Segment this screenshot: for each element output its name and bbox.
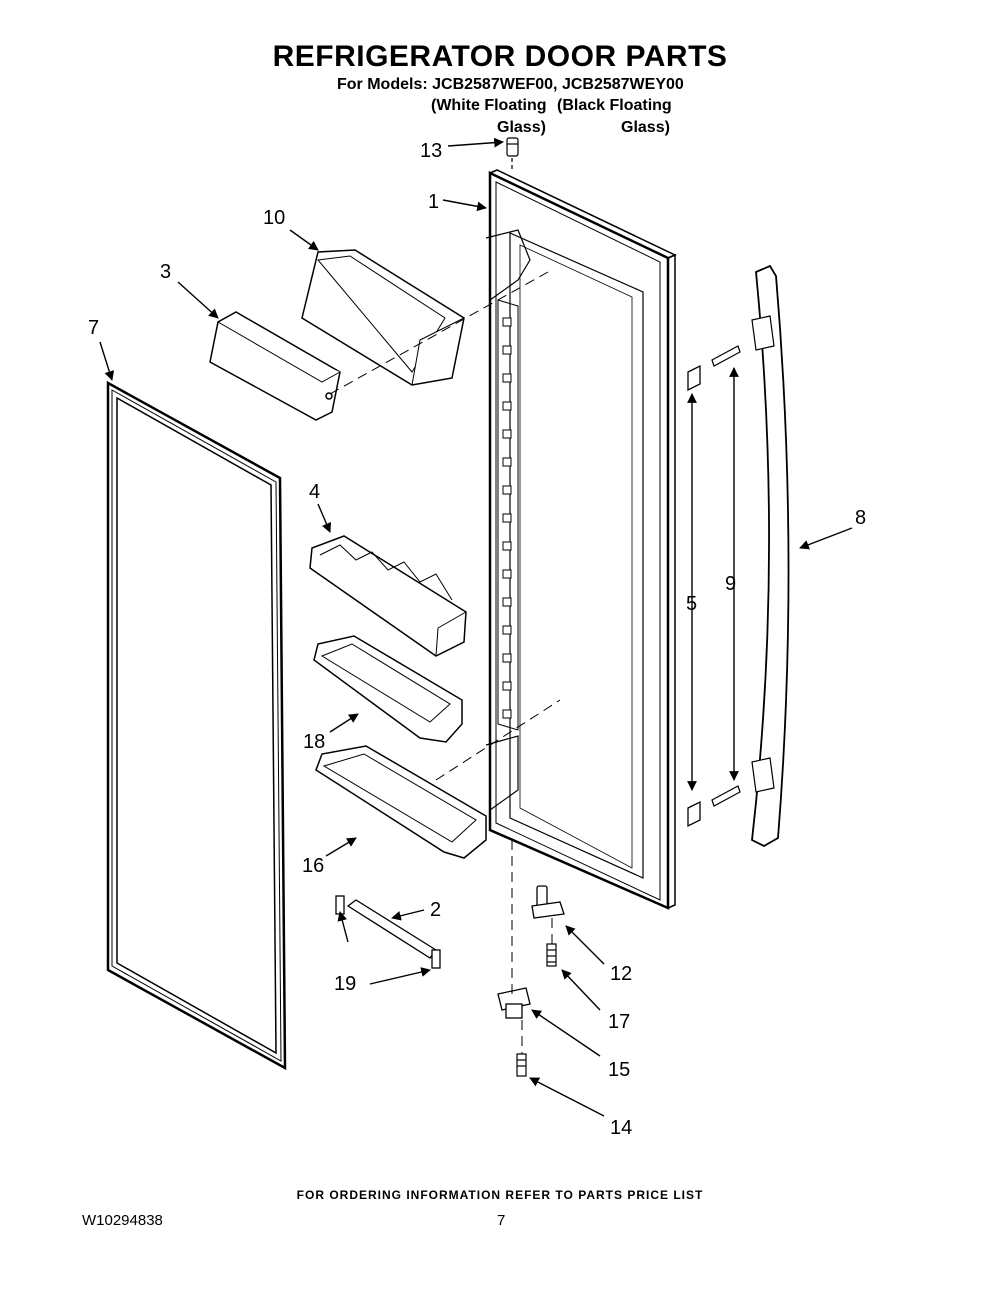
egg-tray-part [309,535,467,657]
top-hinge-pin-part [506,137,519,170]
callout-10: 10 [263,207,285,229]
door-liner-part [485,169,677,910]
variant-black-line1: (Black Floating [557,97,672,114]
variant-white-line1: (White Floating [431,97,547,114]
hinge-bolt-part [516,1053,527,1077]
callout-12: 12 [610,963,632,985]
dairy-door-part [209,311,341,421]
callout-19: 19 [334,973,356,995]
door-gasket-part [106,380,287,1071]
trim-part [335,895,441,969]
lower-hinge-part [497,987,531,1019]
small-door-bin-part [313,635,463,743]
callout-1: 1 [428,191,439,213]
page-title: REFRIGERATOR DOOR PARTS [272,40,728,73]
hinge-screw-part [546,943,557,967]
variant-white-line2: Glass) [497,119,546,136]
callout-5: 5 [686,593,697,615]
callout-13: 13 [420,140,442,162]
callout-2: 2 [430,899,441,921]
callout-9: 9 [725,573,736,595]
callout-arrows [99,137,853,1117]
callout-18: 18 [303,731,325,753]
callout-14: 14 [610,1117,632,1139]
handle-screw-part [711,345,741,807]
callout-8: 8 [855,507,866,529]
large-door-bin-part [315,745,487,859]
handle-spacer-part [687,364,701,828]
callout-4: 4 [309,481,320,503]
callout-16: 16 [302,855,324,877]
callout-7: 7 [88,317,99,339]
bottom-hinge-part [531,885,565,919]
dairy-bin-part [301,249,465,386]
document-id: W10294838 [82,1212,163,1229]
assembly-lines [329,271,561,1054]
callout-3: 3 [160,261,171,283]
door-handle-part [751,264,790,848]
variant-black-line2: Glass) [621,119,670,136]
callout-15: 15 [608,1059,630,1081]
page-number: 7 [497,1212,506,1229]
model-list: For Models: JCB2587WEF00, JCB2587WEY00 [337,76,684,93]
ordering-note: FOR ORDERING INFORMATION REFER TO PARTS … [296,1188,704,1202]
callout-17: 17 [608,1011,630,1033]
shelf-slots [502,317,512,719]
